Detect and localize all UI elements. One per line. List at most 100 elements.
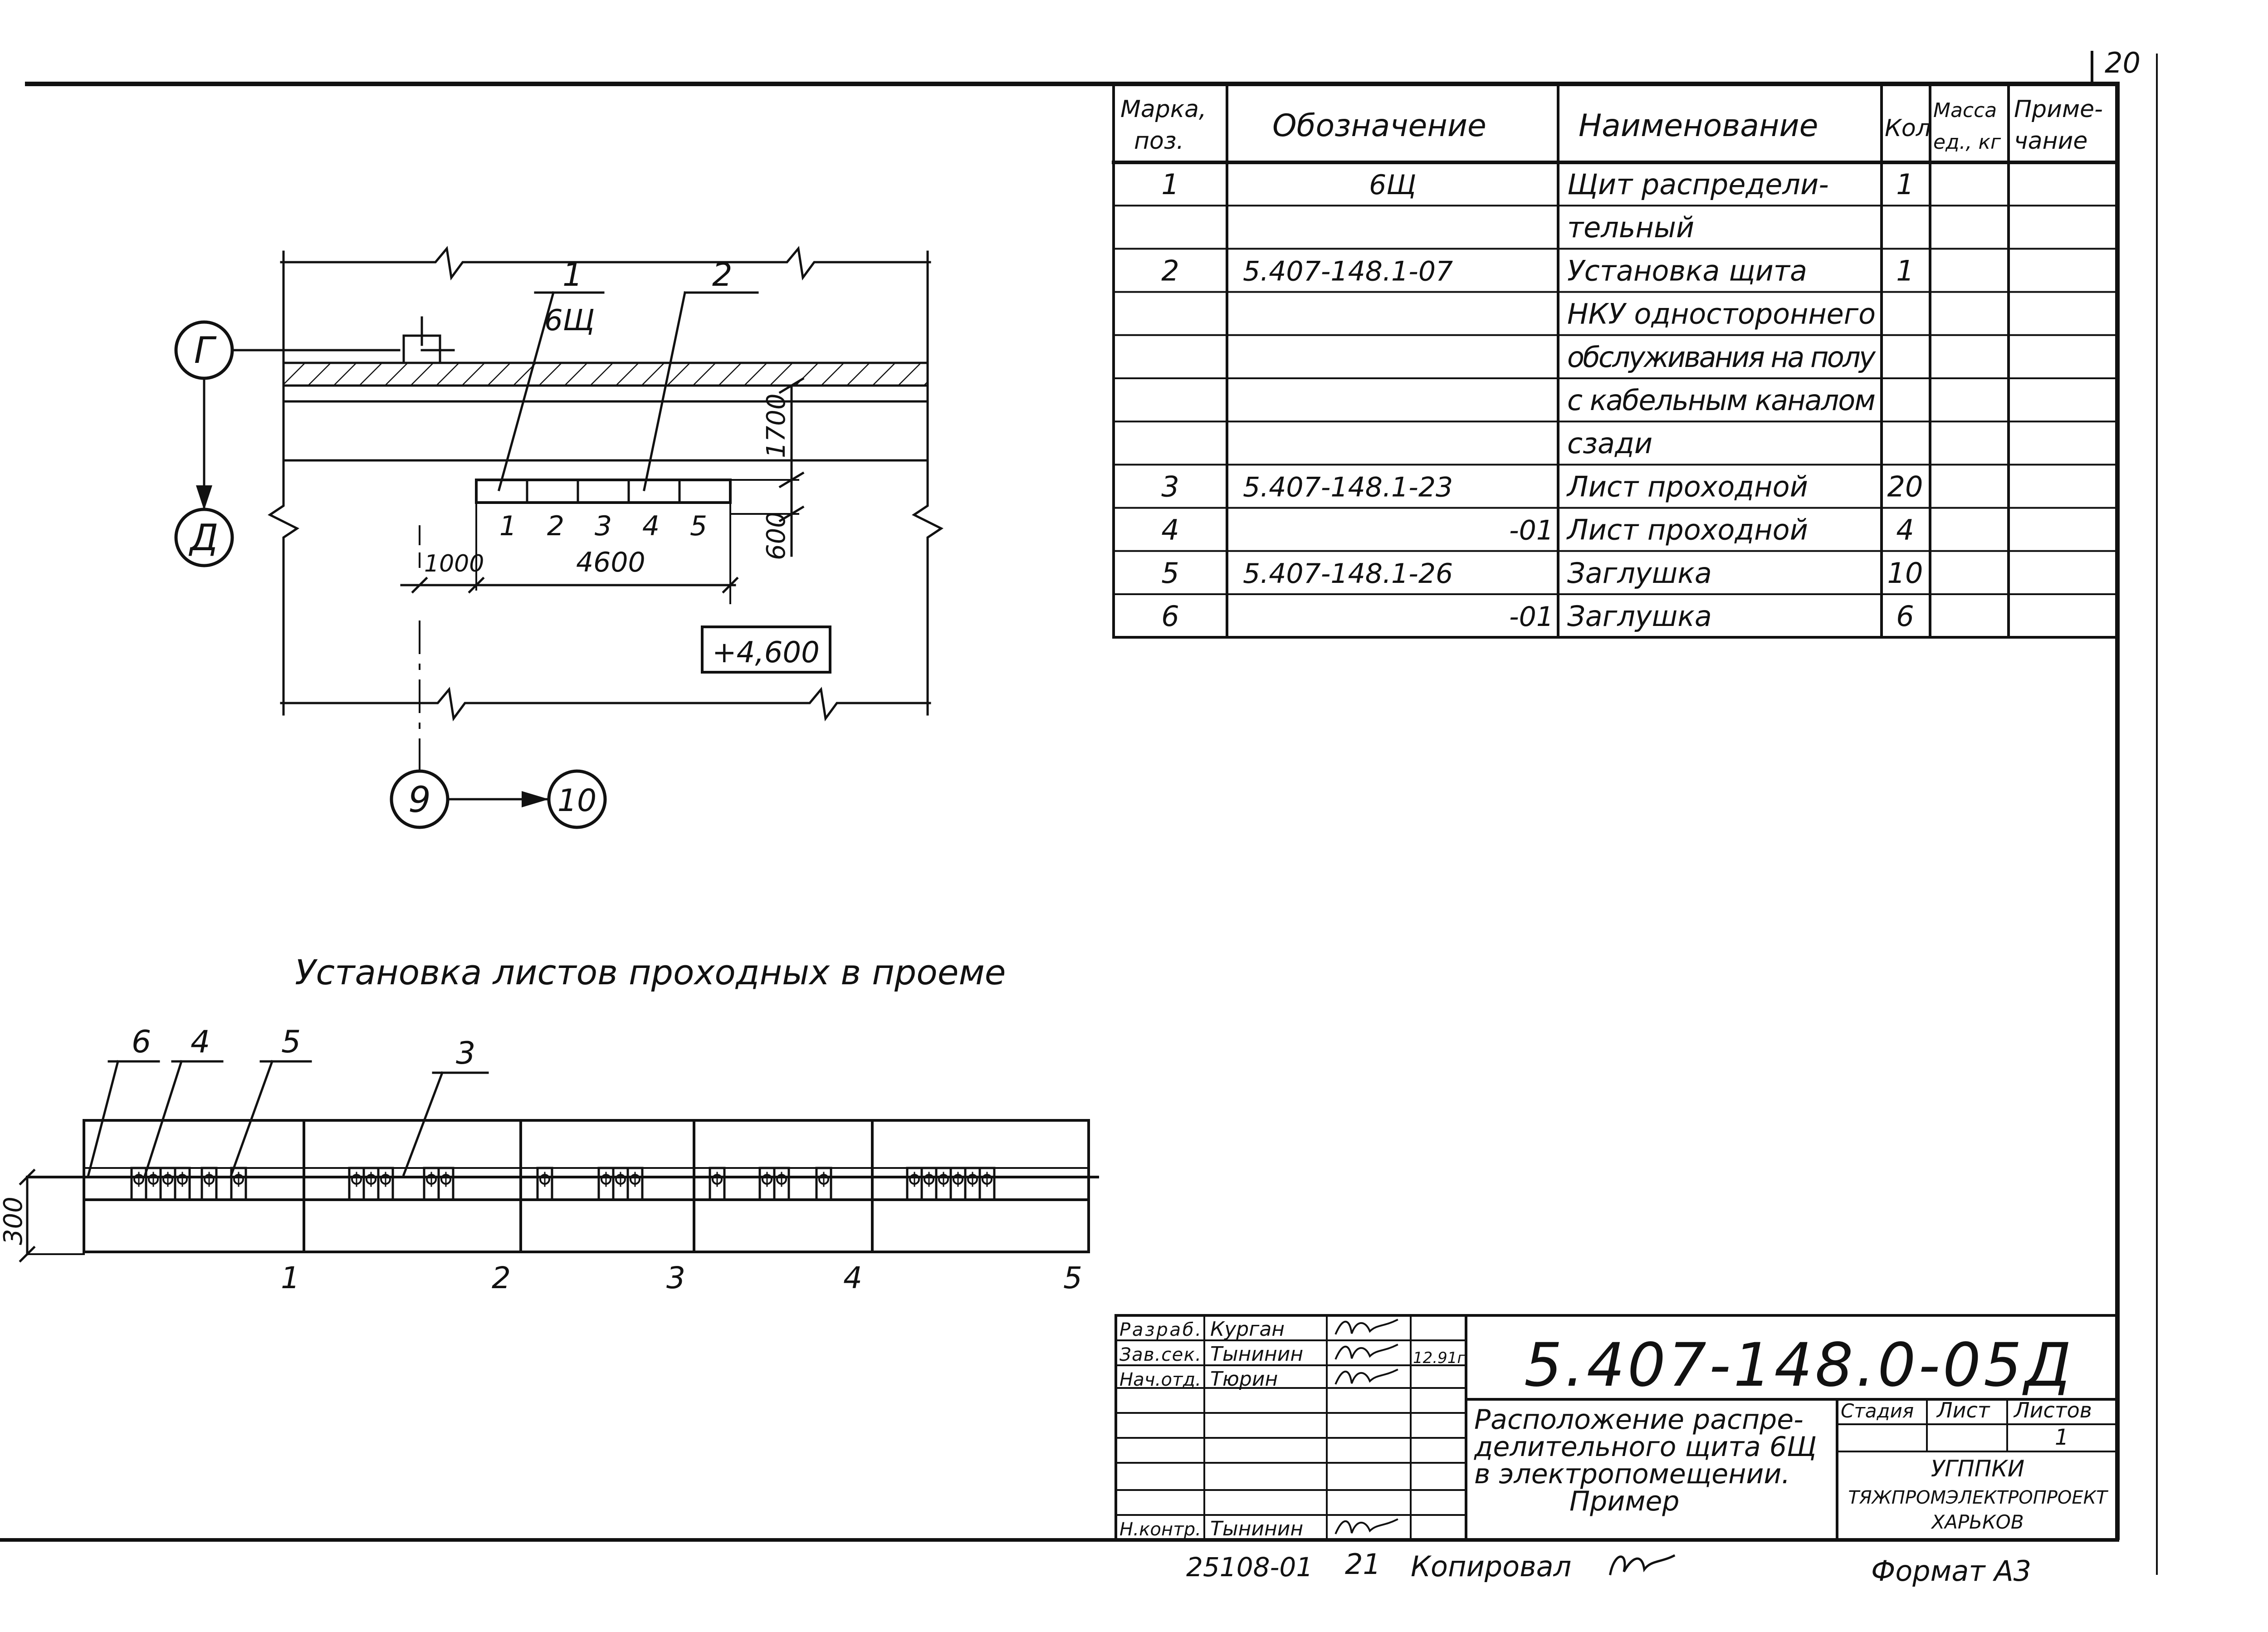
header-mass-1: Масса (1933, 99, 1997, 122)
spec-designation: 5.407-148.1-23 (1243, 471, 1453, 503)
spec-name: Щит распредели- (1567, 168, 1829, 201)
description-line: Пример (1569, 1485, 1679, 1517)
approval-signature (1334, 1518, 1398, 1534)
spec-mark: 1 (1161, 168, 1179, 201)
spec-row: 5 5.407-148.1-26 Заглушка 10 (1161, 557, 1923, 590)
axis-d-bubble (174, 508, 234, 567)
header-mark-1: Марка, (1120, 96, 1207, 123)
pass-plate (437, 1167, 455, 1201)
spec-qty: 1 (1896, 168, 1914, 201)
org-line: ХАРЬКОВ (1931, 1511, 2024, 1533)
section-number: 3 (666, 1261, 685, 1295)
panel-number: 2 (547, 510, 564, 542)
pass-plate (377, 1167, 394, 1201)
spec-name: сзади (1567, 427, 1652, 460)
callout-1: 1 6Щ (497, 256, 605, 492)
spec-row: сзади (1567, 427, 1652, 460)
spec-name: Лист проходной (1566, 470, 1808, 503)
approval-role: Нач.отд. (1119, 1369, 1201, 1390)
svg-text:6Щ: 6Щ (544, 304, 595, 337)
header-mass-2: ед., кг (1933, 131, 2001, 154)
spec-designation: 5.407-148.1-26 (1243, 558, 1453, 590)
svg-text:2: 2 (712, 256, 733, 293)
callout-6: 6 (132, 1024, 151, 1060)
svg-text:1700: 1700 (762, 393, 791, 458)
spec-mark: 3 (1161, 470, 1179, 503)
copyist-signature (1609, 1554, 1676, 1575)
switchboard-6shch (475, 479, 732, 591)
axis-g-arrow (196, 485, 212, 510)
title-block: Разраб.КурганЗав.сек.ТынининНач.отд.Тюри… (1114, 1314, 2119, 1541)
section-number: 5 (1063, 1261, 1082, 1295)
description-line: делительного щита 6Щ (1474, 1431, 1817, 1463)
spec-qty: 10 (1887, 557, 1923, 590)
axis-d-label: Д (189, 517, 219, 559)
spec-header: Марка, поз. Обозначение Наименование Кол… (1120, 96, 2103, 155)
org-line: ТЯЖПРОМЭЛЕКТРОПРОЕКТ (1848, 1487, 2109, 1508)
spec-name: с кабельным каналом (1567, 384, 1876, 417)
approval-rows: Разраб.КурганЗав.сек.ТынининНач.отд.Тюри… (1119, 1318, 1398, 1540)
description-line: в электропомещении. (1474, 1458, 1790, 1490)
approval-role: Разраб. (1119, 1319, 1201, 1340)
svg-text:4600: 4600 (576, 547, 645, 578)
level-mark: +4,600 (701, 625, 831, 674)
section-number: 2 (492, 1261, 511, 1295)
pass-plate (773, 1167, 790, 1201)
approval-date: 12.91г (1413, 1349, 1466, 1367)
pass-plate (978, 1167, 996, 1201)
spec-mark: 5 (1161, 557, 1179, 590)
copied-label: Копировал (1411, 1550, 1571, 1583)
approval-name: Тюрин (1210, 1368, 1278, 1391)
spec-row: обслуживания на полу (1567, 341, 1876, 374)
spec-mark: 6 (1161, 600, 1179, 633)
callout-5: 5 (281, 1024, 301, 1060)
specification-table: Марка, поз. Обозначение Наименование Кол… (1112, 83, 2119, 639)
approval-role: Зав.сек. (1119, 1344, 1201, 1365)
spec-name: Лист проходной (1566, 513, 1808, 547)
opening-detail: Установка листов проходных в проеме 300 … (0, 952, 1099, 1295)
stage-label: Стадия (1841, 1400, 1914, 1422)
spec-name: Заглушка (1567, 557, 1712, 590)
axis-g-label: Г (194, 329, 217, 371)
approval-row: Нач.отд. Тюрин (1119, 1368, 1398, 1391)
pass-plate (174, 1167, 191, 1201)
approval-row: Н.контр.Тынинин (1119, 1517, 1398, 1540)
spec-qty: 1 (1896, 254, 1914, 287)
svg-text:1000: 1000 (424, 550, 484, 577)
hatched-strip (282, 362, 929, 387)
spec-row: 3 5.407-148.1-23 Лист проходной 20 (1161, 470, 1923, 503)
spec-mark: 2 (1161, 254, 1179, 287)
header-designation: Обозначение (1272, 108, 1486, 144)
approval-row: Разраб.Курган (1119, 1318, 1398, 1341)
pass-plate (626, 1167, 644, 1201)
dimension-300: 300 (0, 1168, 85, 1263)
callout-4: 4 (191, 1024, 210, 1060)
inventory-number: 25108-01 (1186, 1552, 1313, 1583)
spec-qty: 6 (1896, 600, 1914, 633)
svg-text:1: 1 (562, 256, 583, 293)
sheet-number: 20 (2105, 46, 2141, 79)
approval-signature (1334, 1344, 1398, 1360)
header-note-2: чание (2014, 127, 2087, 155)
dimension-horizontal: 1000 4600 (400, 547, 739, 604)
svg-text:+4,600: +4,600 (712, 636, 820, 669)
sheet-frame: 20 (0, 46, 2158, 1575)
spec-qty: 4 (1896, 513, 1914, 547)
pass-plate (230, 1167, 247, 1201)
section-number: 4 (843, 1261, 862, 1295)
spec-qty: 20 (1887, 470, 1923, 503)
sheets-label: Листов (2013, 1398, 2092, 1422)
drawing-description: Расположение распре-делительного щита 6Щ… (1474, 1404, 1817, 1517)
pass-plate (815, 1167, 832, 1201)
panel-number: 5 (690, 510, 707, 542)
spec-name: Заглушка (1567, 600, 1712, 633)
pass-plate (200, 1167, 218, 1201)
footer: 25108-01 21 Копировал Формат А3 (1186, 1548, 2031, 1588)
